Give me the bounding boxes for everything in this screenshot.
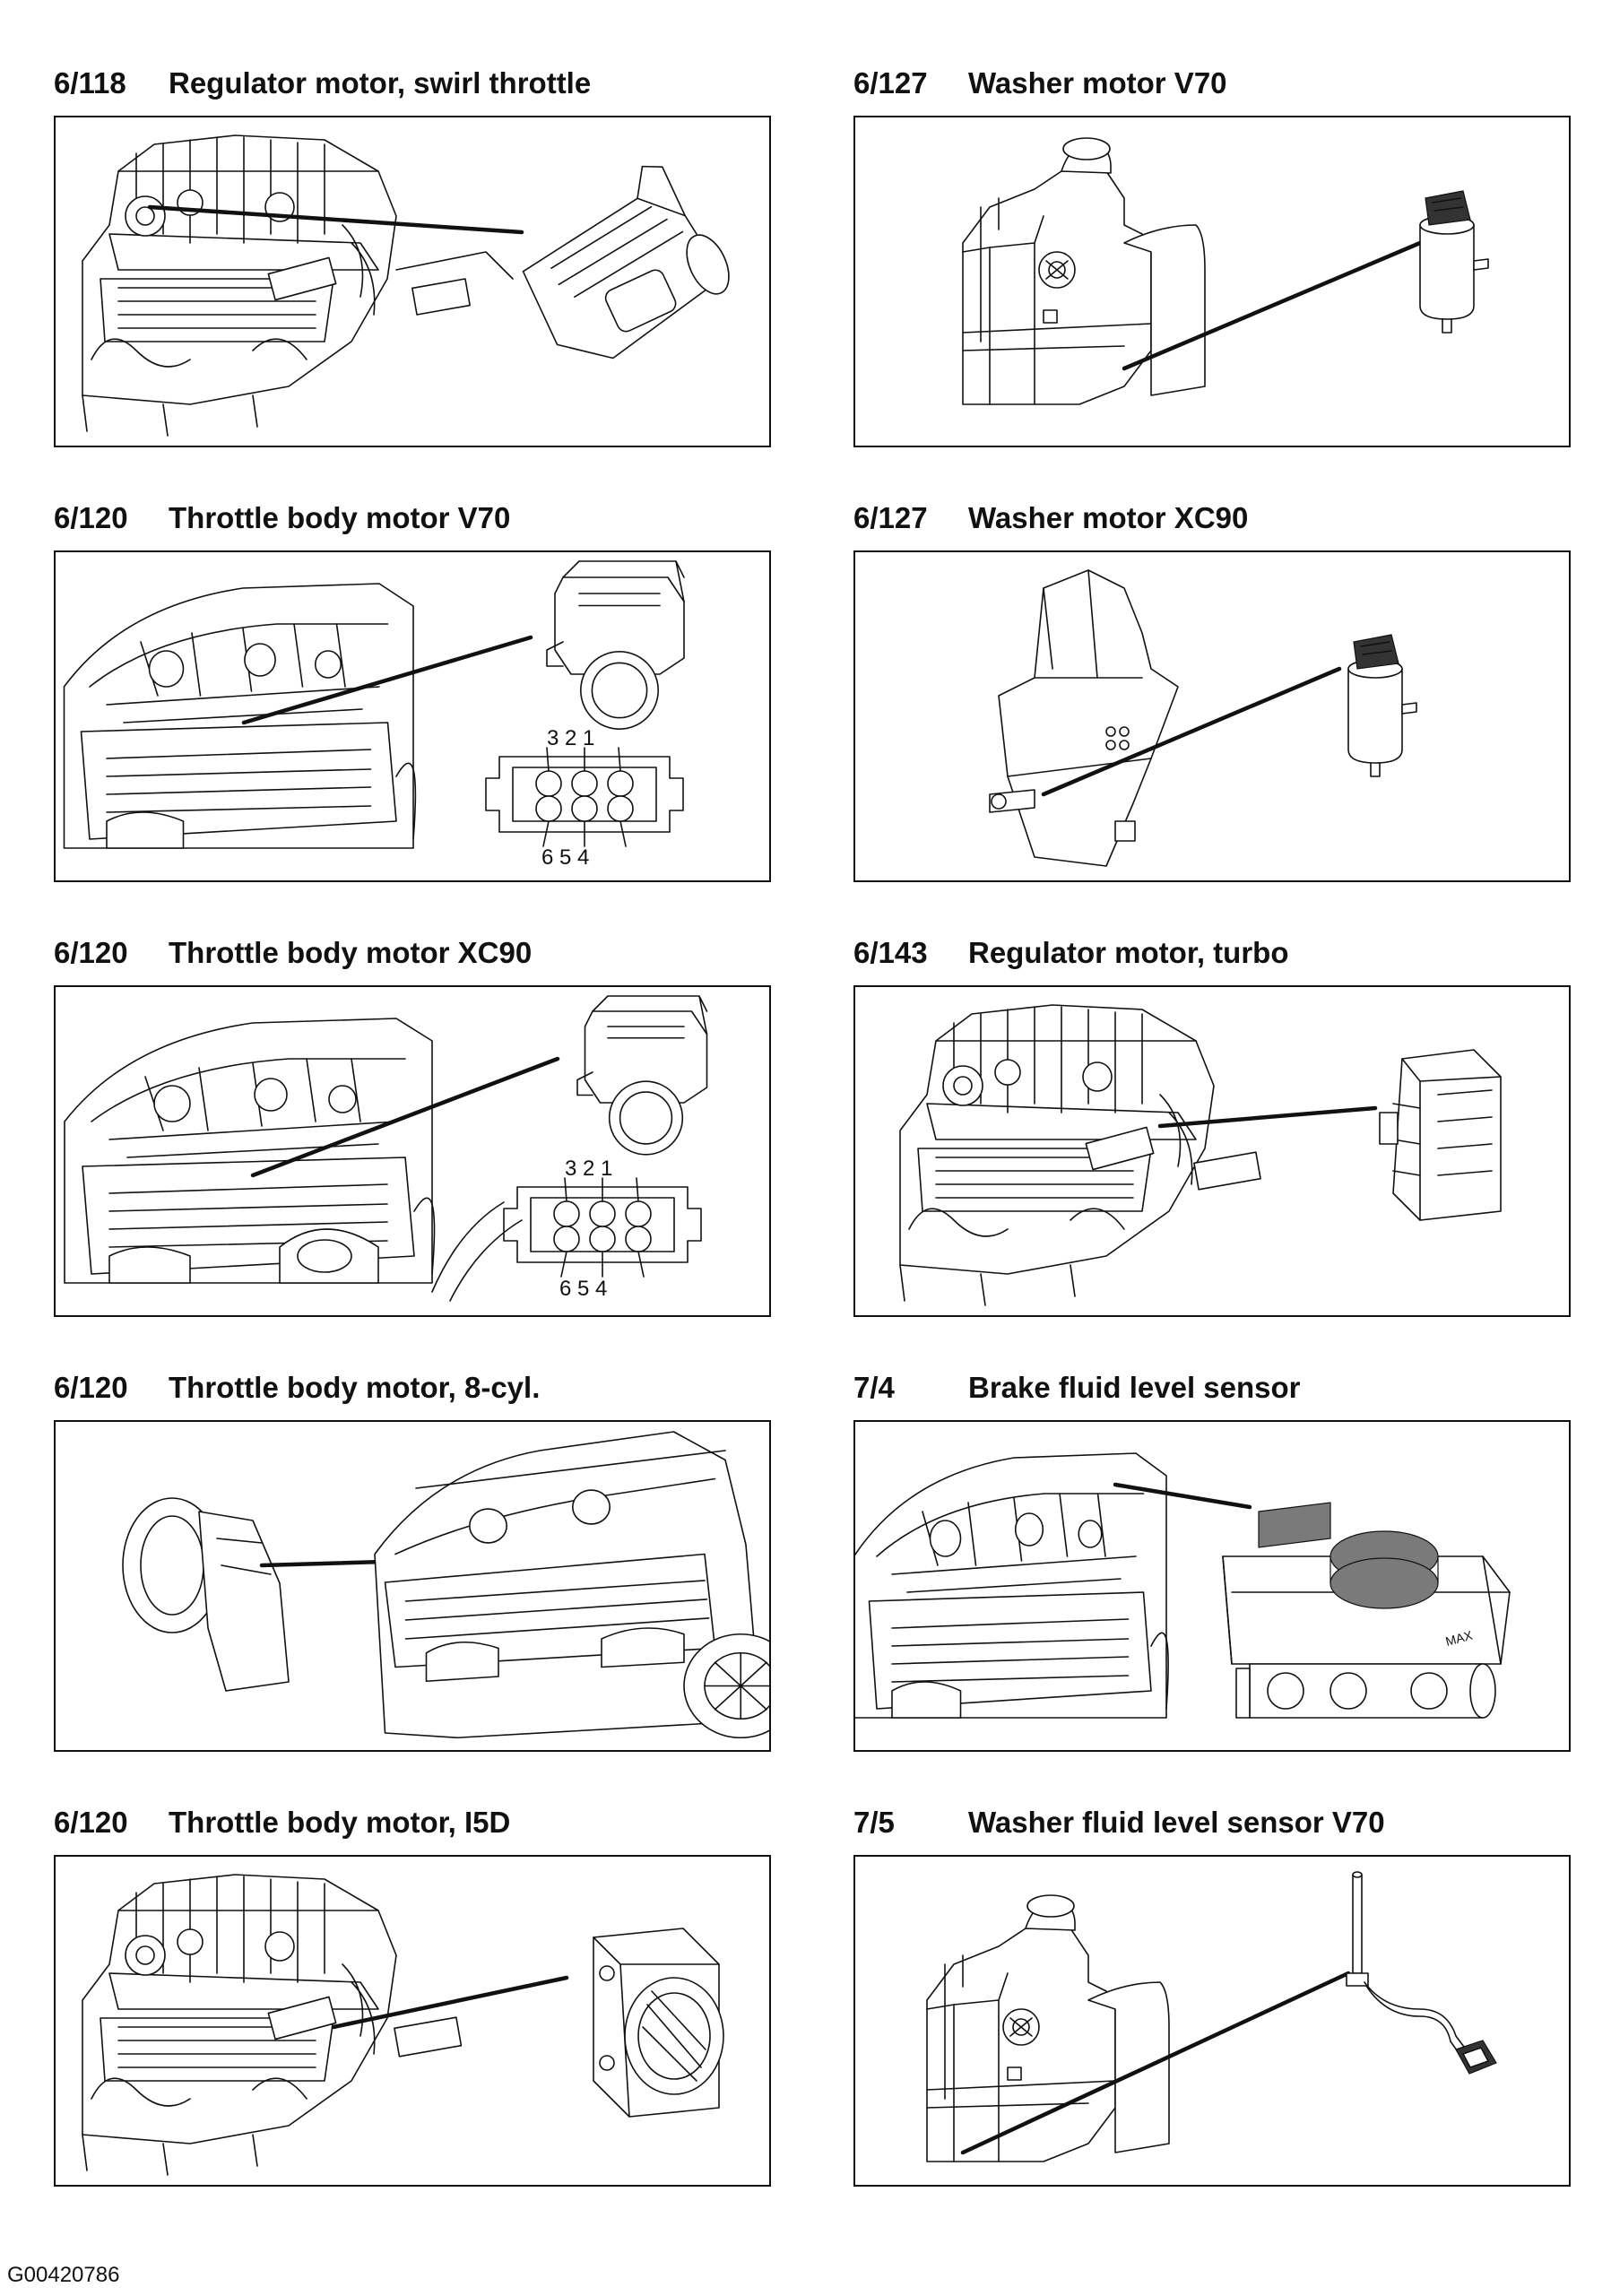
component-title: Washer fluid level sensor V70 [968,1806,1385,1839]
car-front-illustration [56,1422,769,1750]
component-title: Regulator motor, turbo [968,936,1289,969]
connector-pin-numbers-top: 3 2 1 [565,1157,612,1181]
component-code: 6/120 [54,1371,128,1404]
component-code: 6/127 [853,501,928,534]
panel-throttle-body-motor-i5d: 6/120 Throttle body motor, I5D [54,1798,771,2187]
reservoir-max-marking: MAX [1444,1627,1475,1648]
washer-reservoir-illustration [962,137,1489,405]
illustration-frame: MAX [853,1420,1571,1752]
panel-throttle-body-motor-xc90: 6/120 Throttle body motor XC90 3 2 1 6 5… [54,928,771,1317]
component-code: 6/120 [54,1806,128,1839]
illustration-frame [54,116,771,447]
engine-illustration [82,1874,769,2176]
component-code: 6/118 [54,66,126,100]
figure-id: G00420786 [7,2263,120,2287]
component-code: 6/120 [54,936,128,969]
washer-reservoir-illustration [855,552,1417,880]
panel-washer-motor-v70: 6/127 Washer motor V70 [853,58,1571,447]
panel-regulator-motor-swirl-throttle: 6/118 Regulator motor, swirl throttle [54,58,771,447]
panel-washer-motor-xc90: 6/127 Washer motor XC90 [853,493,1571,882]
panel-washer-fluid-level-sensor-v70: 7/5 Washer fluid level sensor V70 [853,1798,1571,2187]
component-title: Brake fluid level sensor [968,1371,1301,1404]
connector-pin-numbers-bottom: 6 5 4 [541,845,589,870]
component-title: Throttle body motor V70 [169,501,511,534]
illustration-frame [54,1855,771,2187]
panel-brake-fluid-level-sensor: 7/4 Brake fluid level sensor MAX [853,1363,1571,1752]
panel-throttle-body-motor-8-cyl: 6/120 Throttle body motor, 8-cyl. [54,1363,771,1752]
brake-reservoir-illustration: MAX [855,1452,1569,1719]
panel-throttle-body-motor-v70: 6/120 Throttle body motor V70 3 2 1 6 5 … [54,493,771,882]
engine-illustration [899,1004,1569,1306]
component-code: 7/5 [853,1806,895,1839]
component-code: 7/4 [853,1371,895,1404]
panel-heading: 6/118 Regulator motor, swirl throttle [54,58,771,98]
engine-illustration [82,134,769,437]
component-title: Throttle body motor, I5D [169,1806,511,1839]
component-code: 6/127 [853,66,928,100]
component-title: Throttle body motor XC90 [169,936,533,969]
panel-heading: 6/120 Throttle body motor XC90 [54,928,771,967]
engine-bay-illustration: 3 2 1 6 5 4 [64,995,708,1315]
illustration-frame: 3 2 1 6 5 4 [54,985,771,1317]
washer-reservoir-illustration [926,1857,1569,2162]
panel-heading: 6/127 Washer motor XC90 [853,493,1571,533]
component-title: Regulator motor, swirl throttle [169,66,592,100]
connector-pin-numbers-top: 3 2 1 [547,726,594,750]
component-title: Washer motor XC90 [968,501,1249,534]
illustration-frame [853,116,1571,447]
illustration-frame [853,550,1571,882]
component-title: Throttle body motor, 8-cyl. [169,1371,541,1404]
panel-heading: 6/120 Throttle body motor, 8-cyl. [54,1363,771,1402]
connector-pin-numbers-bottom: 6 5 4 [559,1277,607,1301]
panel-heading: 6/120 Throttle body motor, I5D [54,1798,771,1837]
panel-regulator-motor-turbo: 6/143 Regulator motor, turbo [853,928,1571,1317]
panel-heading: 7/4 Brake fluid level sensor [853,1363,1571,1402]
component-title: Washer motor V70 [968,66,1227,100]
illustration-frame: 3 2 1 6 5 4 [54,550,771,882]
panel-heading: 7/5 Washer fluid level sensor V70 [853,1798,1571,1837]
illustration-frame [853,985,1571,1317]
panel-heading: 6/127 Washer motor V70 [853,58,1571,98]
panel-heading: 6/120 Throttle body motor V70 [54,493,771,533]
engine-bay-illustration: 3 2 1 6 5 4 [63,560,685,870]
illustration-frame [54,1420,771,1752]
component-code: 6/143 [853,936,928,969]
component-code: 6/120 [54,501,128,534]
panel-heading: 6/143 Regulator motor, turbo [853,928,1571,967]
illustration-frame [853,1855,1571,2187]
